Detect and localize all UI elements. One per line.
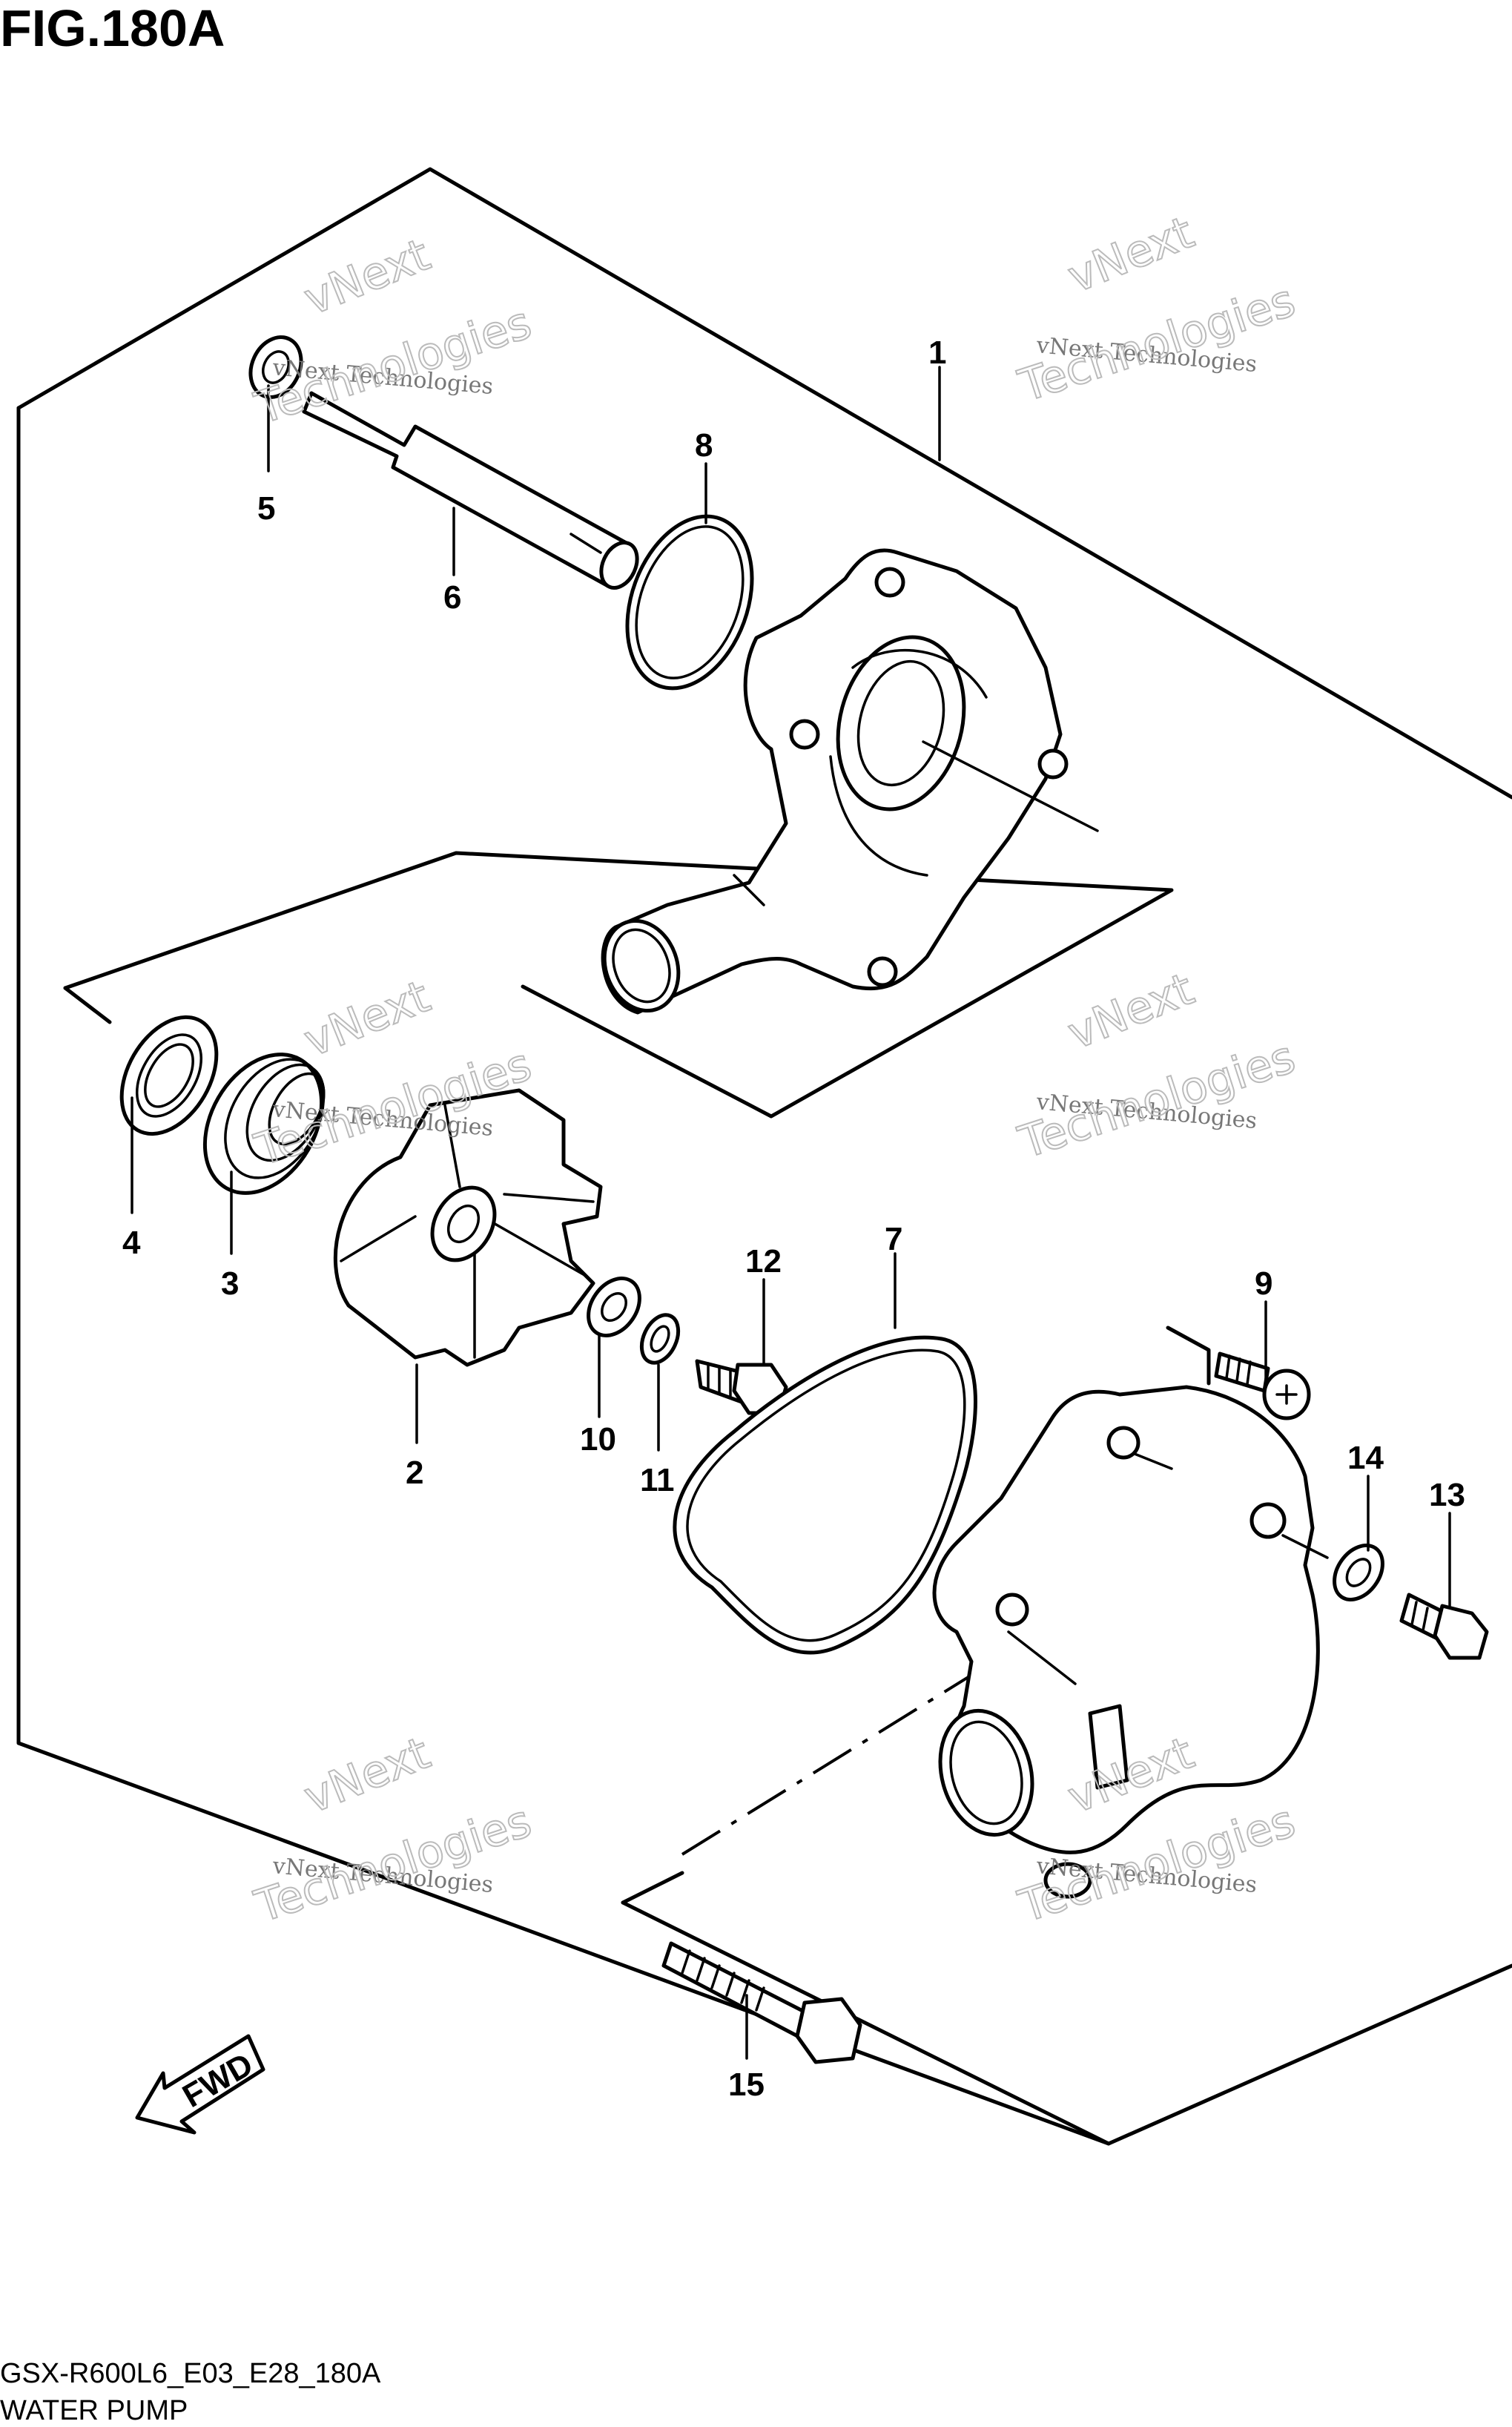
callout-4: 4: [122, 1225, 141, 1261]
callout-1: 1: [928, 335, 946, 371]
figure-title: FIG.180A: [0, 0, 225, 57]
washer-14: [1333, 1544, 1384, 1601]
callout-12: 12: [745, 1243, 782, 1280]
washer-5: [248, 335, 303, 399]
leader-lines: [131, 366, 1451, 2060]
callout-6: 6: [443, 579, 461, 616]
callout-9: 9: [1255, 1265, 1272, 1302]
gasket-7: [673, 1335, 977, 1655]
bolt-15: [661, 1941, 862, 2064]
callout-13: 13: [1429, 1477, 1465, 1513]
svg-text:vNext: vNext: [297, 228, 438, 326]
svg-text:vNext: vNext: [297, 970, 438, 1067]
o-ring-8: [625, 514, 754, 691]
watermark: vNext Technologies vNext Technologies: [248, 1726, 538, 1934]
callout-15: 15: [728, 2067, 765, 2103]
watermark: vNext Technologies vNext Technologies: [1012, 962, 1302, 1170]
impeller-2: [333, 1088, 603, 1367]
callout-10: 10: [580, 1421, 616, 1458]
figure-name: WATER PUMP: [0, 2395, 188, 2426]
figure-code: GSX-R600L6_E03_E28_180A: [0, 2358, 381, 2389]
callout-3: 3: [221, 1265, 239, 1302]
oil-seal-4: [119, 1015, 219, 1136]
bolt-9: [1214, 1351, 1311, 1420]
callout-5: 5: [257, 490, 275, 527]
bolt-12: [695, 1359, 788, 1415]
mechanical-seal-3: [202, 1053, 326, 1195]
callout-labels: 1 2 3 4 5 6 7 8 9 10 11 12 13 14 15: [122, 335, 1465, 2103]
washer-11: [639, 1313, 681, 1365]
svg-text:vNext: vNext: [1061, 206, 1201, 303]
watermark: vNext Technologies vNext Technologies: [1012, 205, 1302, 413]
callout-7: 7: [885, 1221, 902, 1257]
assembly-frame: [16, 167, 1512, 2146]
shaft-6: [302, 391, 639, 590]
washer-10: [587, 1277, 641, 1337]
fwd-arrow: FWD: [135, 2034, 265, 2135]
pump-body: [601, 548, 1099, 1015]
callout-14: 14: [1347, 1440, 1384, 1476]
callout-8: 8: [695, 427, 713, 464]
callout-11: 11: [640, 1462, 675, 1498]
watermark: vNext Technologies vNext Technologies: [248, 228, 538, 435]
svg-text:vNext: vNext: [1061, 963, 1201, 1060]
bolt-13: [1399, 1593, 1489, 1660]
pump-cover: [932, 1385, 1329, 1899]
callout-2: 2: [406, 1455, 423, 1491]
svg-text:vNext: vNext: [297, 1727, 438, 1824]
